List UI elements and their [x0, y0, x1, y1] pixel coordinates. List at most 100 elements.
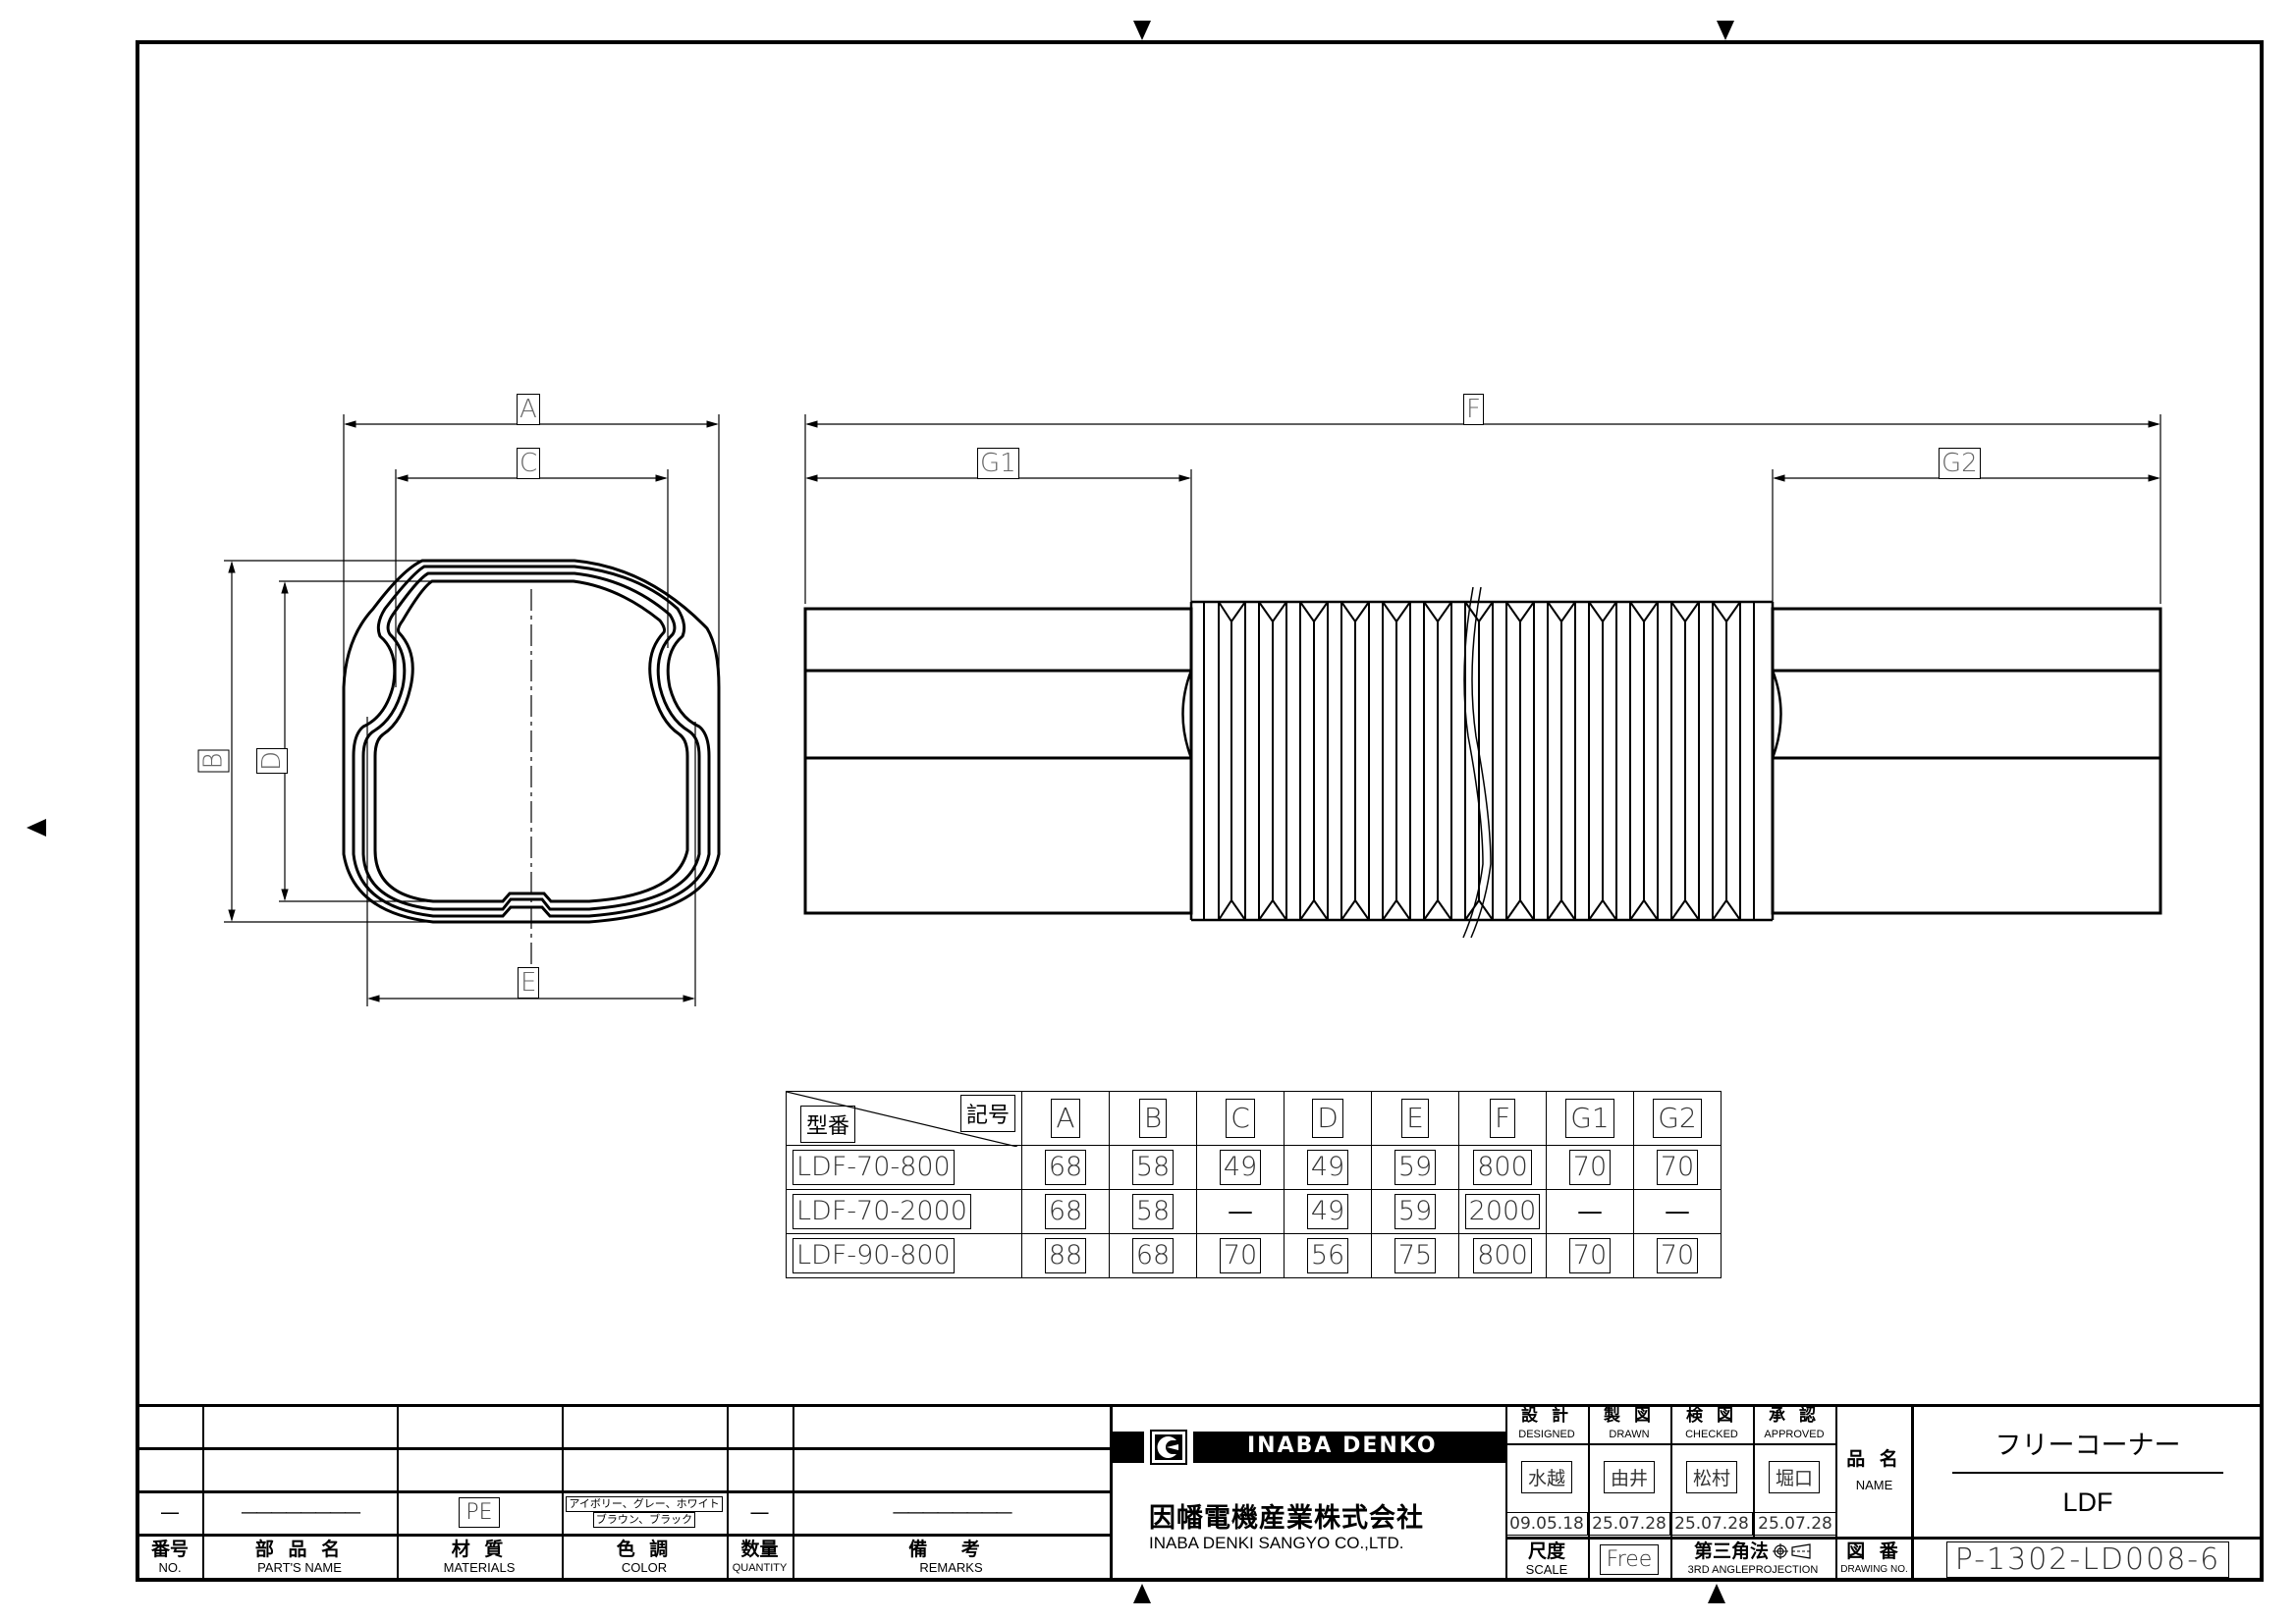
- value-e: 59: [1394, 1194, 1437, 1229]
- value-b: 58: [1131, 1150, 1175, 1185]
- approval-checked: 検 図 CHECKED: [1685, 1406, 1738, 1440]
- value-c: 70: [1219, 1238, 1262, 1273]
- spec-table-row: LDF-70-2000 68 58 — 49 59 2000 — —: [786, 1189, 1722, 1234]
- part-no-cell: —: [160, 1500, 180, 1524]
- header-color: 色 調 COLOR: [616, 1538, 673, 1575]
- header-part-name: 部 品 名 PART'S NAME: [254, 1538, 345, 1575]
- drawing-number-label: 図 番 DRAWING NO.: [1840, 1541, 1908, 1575]
- value-g2-dash: —: [1665, 1197, 1690, 1226]
- side-view: [803, 414, 2162, 939]
- value-f: 800: [1473, 1238, 1532, 1273]
- value-b: 68: [1131, 1238, 1175, 1273]
- spec-table-row: LDF-90-800 88 68 70 56 75 800 70 70: [786, 1233, 1722, 1278]
- spec-col-header-e: E: [1371, 1091, 1459, 1146]
- spec-col-header-g2: G2: [1633, 1091, 1722, 1146]
- symbol-header-label: 記号: [959, 1095, 1015, 1132]
- corner-diagonal: [787, 1092, 1017, 1147]
- drafter-name: 由井: [1588, 1445, 1670, 1508]
- designer-name: 水越: [1505, 1445, 1588, 1508]
- value-d: 56: [1306, 1238, 1349, 1273]
- dim-label-g2: G2: [1939, 448, 1981, 479]
- value-g1-dash: —: [1577, 1197, 1603, 1226]
- checker-name: 松村: [1670, 1445, 1753, 1508]
- company-name-jp: 因幡電機産業株式会社: [1149, 1503, 1424, 1534]
- scale-label: 尺度 SCALE: [1525, 1541, 1568, 1577]
- model-number: LDF-70-2000: [793, 1194, 971, 1229]
- part-name-cell: ————————: [241, 1501, 361, 1523]
- spec-col-header-g1: G1: [1546, 1091, 1634, 1146]
- company-logo-icon: [1150, 1430, 1187, 1465]
- dim-label-c: C: [517, 448, 541, 479]
- spec-col-header-a: A: [1021, 1091, 1110, 1146]
- scale-value: Free: [1588, 1539, 1670, 1580]
- center-marker-top-left: [1133, 21, 1151, 40]
- header-quantity: 数量 QUANTITY: [732, 1538, 788, 1574]
- header-no: 番号 NO.: [150, 1538, 189, 1575]
- material-cell: PE: [397, 1490, 562, 1534]
- value-a: 68: [1044, 1194, 1087, 1229]
- spec-col-header-f: F: [1458, 1091, 1547, 1146]
- center-marker-left: [27, 819, 46, 837]
- c-mark-icon: [1155, 1434, 1182, 1460]
- spec-col-header-d: D: [1284, 1091, 1372, 1146]
- value-e: 59: [1394, 1150, 1437, 1185]
- cross-section-view: [224, 414, 721, 1006]
- center-marker-top-right: [1717, 21, 1734, 40]
- dim-label-b: B: [197, 749, 230, 773]
- value-c: 49: [1219, 1150, 1262, 1185]
- value-g2: 70: [1656, 1150, 1699, 1185]
- spec-table-header-row: 型番 記号 A B C D E F G1 G2: [786, 1091, 1722, 1147]
- value-g2: 70: [1656, 1238, 1699, 1273]
- dimension-spec-table: 型番 記号 A B C D E F G1 G2 LDF-70-800 68 58…: [786, 1091, 1722, 1278]
- center-marker-bottom-right: [1708, 1584, 1725, 1603]
- drawing-number-value: P-1302-LD008-6: [1914, 1539, 2262, 1580]
- product-name-divider: [1952, 1471, 2223, 1474]
- spec-col-header-c: C: [1196, 1091, 1285, 1146]
- remarks-cell: ————————: [892, 1501, 1013, 1523]
- model-number: LDF-70-800: [793, 1150, 955, 1185]
- product-name-jp: フリーコーナー: [1995, 1430, 2181, 1461]
- spec-table-corner-cell: 型番 記号: [786, 1091, 1022, 1147]
- dim-label-f: F: [1463, 394, 1484, 425]
- approved-date: 25.07.28: [1753, 1512, 1837, 1536]
- value-a: 88: [1044, 1238, 1087, 1273]
- value-f: 2000: [1464, 1194, 1541, 1229]
- value-g1: 70: [1568, 1150, 1612, 1185]
- approver-name: 堀口: [1753, 1445, 1835, 1508]
- center-marker-bottom-left: [1133, 1584, 1151, 1603]
- third-angle-projection-icon: [1773, 1543, 1811, 1559]
- value-a: 68: [1044, 1150, 1087, 1185]
- dim-label-g1: G1: [977, 448, 1019, 479]
- value-e: 75: [1394, 1238, 1437, 1273]
- value-d: 49: [1306, 1150, 1349, 1185]
- value-f: 800: [1473, 1150, 1532, 1185]
- dim-label-d: D: [256, 747, 289, 775]
- header-material: 材 質 MATERIALS: [443, 1538, 516, 1575]
- spec-col-header-b: B: [1109, 1091, 1197, 1146]
- drawn-date: 25.07.28: [1588, 1512, 1670, 1536]
- quantity-cell: —: [749, 1500, 770, 1524]
- spec-table-row: LDF-70-800 68 58 49 49 59 800 70 70: [786, 1145, 1722, 1190]
- color-cell: アイボリー、グレー、ホワイト ブラウン、ブラック: [562, 1490, 727, 1534]
- logo-bar-main: [1193, 1432, 1505, 1463]
- title-block: — ———————— PE アイボリー、グレー、ホワイト ブラウン、ブラック —…: [137, 1404, 2262, 1580]
- product-name-label: 品 名 NAME: [1846, 1447, 1902, 1492]
- designed-date: 09.05.18: [1505, 1512, 1588, 1536]
- approval-designed: 設 計 DESIGNED: [1518, 1406, 1575, 1440]
- product-name-value: フリーコーナー LDF: [1914, 1404, 2262, 1537]
- model-header-label: 型番: [800, 1106, 856, 1143]
- value-g1: 70: [1568, 1238, 1612, 1273]
- company-name-en: INABA DENKI SANGYO CO.,LTD.: [1149, 1534, 1404, 1552]
- value-b: 58: [1131, 1194, 1175, 1229]
- header-remarks: 備 考 REMARKS: [908, 1538, 994, 1575]
- model-number: LDF-90-800: [793, 1238, 955, 1273]
- product-code: LDF: [2062, 1487, 2113, 1517]
- projection-method: 第三角法 3RD ANGLEPROJECTION: [1687, 1541, 1819, 1576]
- approval-approved: 承 認 APPROVED: [1764, 1406, 1825, 1440]
- approval-drawn: 製 図 DRAWN: [1604, 1406, 1655, 1440]
- value-c-dash: —: [1228, 1197, 1253, 1226]
- corrugation-ribs: [1203, 601, 1755, 921]
- logo-bar-left: [1113, 1432, 1144, 1463]
- dim-label-e: E: [518, 967, 540, 999]
